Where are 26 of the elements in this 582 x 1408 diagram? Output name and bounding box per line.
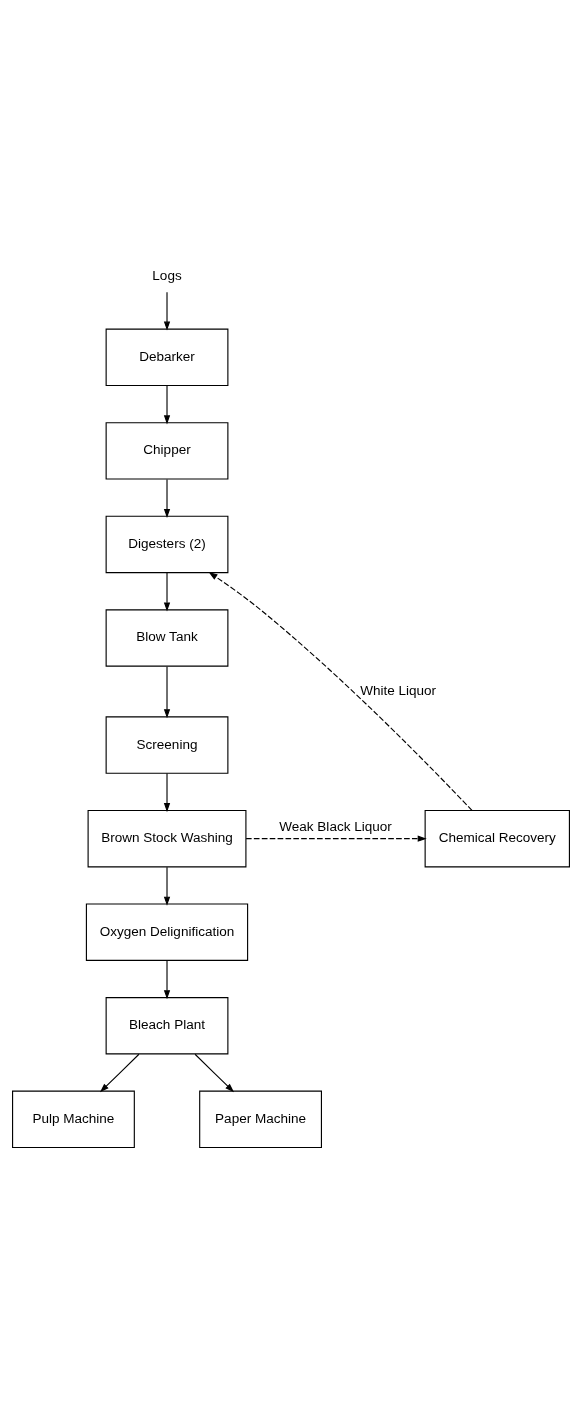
arrow xyxy=(163,959,171,999)
arrow xyxy=(245,834,427,842)
node-box: Pulp Machine xyxy=(12,1090,135,1148)
node-text: Logs xyxy=(152,267,182,283)
arrow xyxy=(163,384,171,424)
node-box: Brown Stock Washing xyxy=(87,809,247,867)
arrow xyxy=(163,866,171,906)
edge-label: White Liquor xyxy=(360,682,437,698)
node-box: Debarker xyxy=(105,328,229,386)
node-box: Chipper xyxy=(105,421,229,480)
arrow xyxy=(163,665,171,718)
arrow xyxy=(163,571,171,611)
node-box: Bleach Plant xyxy=(105,996,229,1054)
node-box: Paper Machine xyxy=(199,1090,322,1148)
node-box: Screening xyxy=(105,715,229,774)
node-box: Chemical Recovery xyxy=(424,809,570,867)
arrow xyxy=(194,1053,235,1092)
arrow xyxy=(99,1053,140,1092)
node-box: Digesters (2) xyxy=(105,515,229,573)
arrow xyxy=(163,478,171,518)
arrow xyxy=(208,571,473,811)
node-box: Blow Tank xyxy=(105,608,229,667)
arrow xyxy=(163,291,171,331)
edge-label: Weak Black Liquor xyxy=(279,818,392,834)
node-box: Oxygen Delignification xyxy=(85,902,249,961)
arrow xyxy=(163,772,171,812)
